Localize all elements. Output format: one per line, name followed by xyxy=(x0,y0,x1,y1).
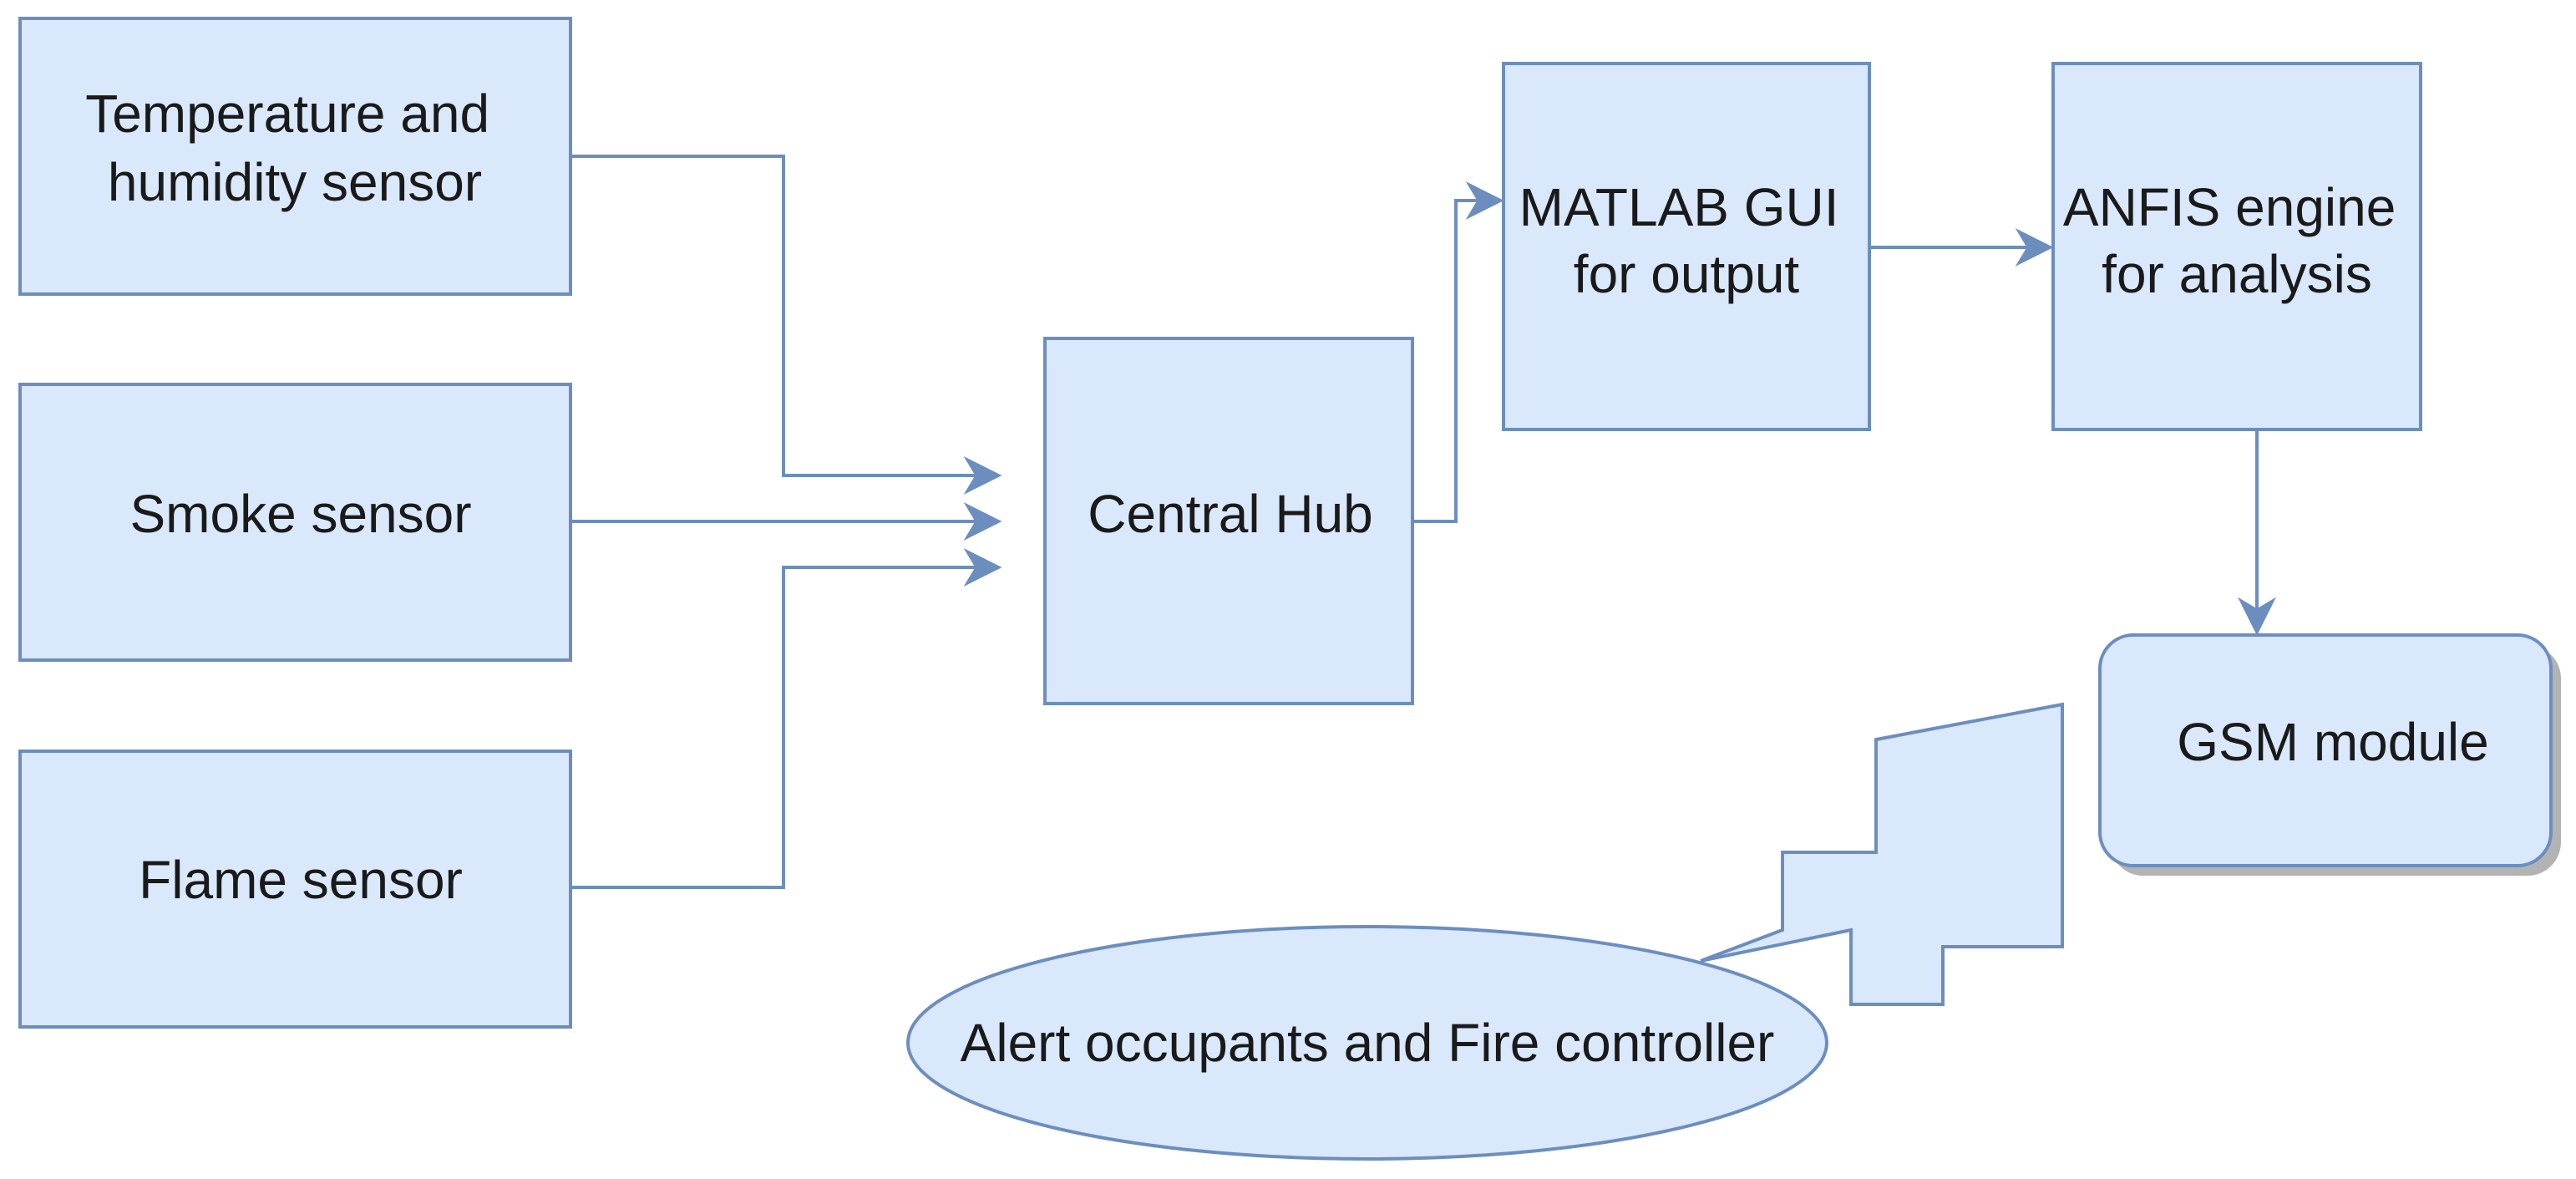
node-gsm-module: GSM module xyxy=(2098,633,2561,876)
node-label: Flame sensor xyxy=(139,850,463,910)
label-line-2: humidity sensor xyxy=(108,152,482,212)
node-matlab-gui: MATLAB GUI for output xyxy=(1502,62,1871,431)
label-line-2: for analysis xyxy=(2102,244,2372,304)
node-label: Alert occupants and Fire controller xyxy=(961,1013,1775,1073)
node-label: Central Hub xyxy=(1088,484,1373,544)
label-line-1: ANFIS engine xyxy=(2063,177,2396,237)
connector-temp-to-hub xyxy=(570,155,1002,495)
node-label: GSM module xyxy=(2177,712,2488,772)
connectors xyxy=(570,155,2276,889)
node-label: ANFIS engine for analysis xyxy=(2063,177,2411,304)
node-smoke-sensor: Smoke sensor xyxy=(18,383,572,662)
label-line-1: MATLAB GUI xyxy=(1519,177,1839,237)
node-central-hub: Central Hub xyxy=(1043,337,1414,705)
connector-hub-to-matlab xyxy=(1412,181,1504,523)
node-flame-sensor: Flame sensor xyxy=(18,750,572,1029)
node-label: Smoke sensor xyxy=(129,484,471,544)
label-line-2: for output xyxy=(1574,244,1800,304)
node-label: Temperature and humidity sensor xyxy=(85,84,505,212)
connector-flame-to-hub xyxy=(570,548,1002,889)
node-alert-occupants: Alert occupants and Fire controller xyxy=(906,925,1828,1161)
node-temperature-humidity-sensor: Temperature and humidity sensor xyxy=(18,17,572,296)
node-anfis-engine: ANFIS engine for analysis xyxy=(2051,62,2422,431)
node-label: MATLAB GUI for output xyxy=(1519,177,1854,304)
wireless-link-icon xyxy=(1700,702,2064,1006)
label-line-1: Temperature and xyxy=(85,84,489,144)
